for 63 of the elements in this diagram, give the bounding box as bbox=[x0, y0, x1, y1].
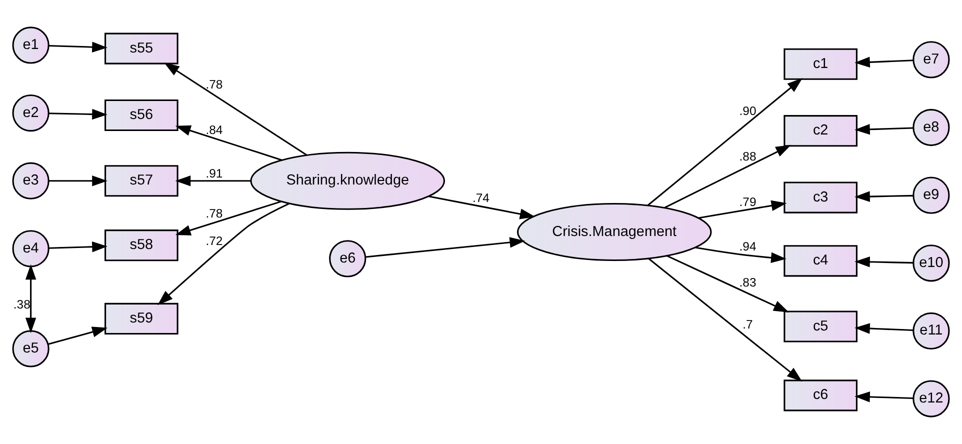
edge-label: .72 bbox=[206, 234, 223, 248]
edge-label: .38 bbox=[13, 297, 30, 312]
arrow bbox=[175, 200, 282, 236]
node-box: c1 bbox=[784, 48, 858, 80]
node-box: s56 bbox=[104, 99, 178, 132]
edge-label: .7 bbox=[742, 318, 753, 332]
edge-label: .83 bbox=[739, 275, 756, 290]
edge-label: .78 bbox=[206, 77, 223, 92]
node-circle: e2 bbox=[12, 94, 50, 132]
arrow bbox=[158, 202, 290, 306]
edge-label: .91 bbox=[206, 166, 223, 180]
node-ellipse: Sharing.knowledge bbox=[250, 152, 446, 210]
arrow bbox=[48, 175, 108, 186]
arrow bbox=[175, 125, 282, 161]
arrow bbox=[48, 42, 108, 52]
arrow bbox=[854, 323, 914, 334]
node-circle: e12 bbox=[912, 380, 950, 418]
arrow bbox=[854, 191, 914, 202]
arrow bbox=[648, 258, 802, 382]
node-circle: e5 bbox=[12, 330, 50, 368]
arrow bbox=[698, 200, 787, 219]
node-box: c6 bbox=[784, 380, 858, 412]
arrow bbox=[695, 246, 786, 264]
arrow bbox=[175, 175, 251, 186]
node-circle: e11 bbox=[912, 312, 950, 350]
node-circle: e4 bbox=[12, 230, 50, 268]
node-box: s57 bbox=[104, 165, 178, 197]
arrow bbox=[664, 144, 792, 208]
node-ellipse: Crisis.Management bbox=[516, 202, 712, 262]
node-box: c4 bbox=[784, 245, 858, 277]
arrow bbox=[48, 108, 108, 120]
edge-label: .90 bbox=[739, 104, 756, 118]
arrow bbox=[366, 237, 526, 258]
edge-label: .78 bbox=[206, 206, 223, 220]
node-circle: e3 bbox=[12, 162, 50, 200]
edge-label: .74 bbox=[472, 190, 490, 205]
edge-label: .79 bbox=[739, 195, 756, 210]
node-box: c2 bbox=[784, 115, 858, 147]
node-box: s55 bbox=[104, 32, 178, 64]
node-circle: e6 bbox=[329, 240, 366, 278]
edge-label: .84 bbox=[206, 122, 223, 137]
node-box: s58 bbox=[104, 230, 178, 262]
node-box: s59 bbox=[104, 302, 178, 334]
arrow bbox=[25, 264, 36, 334]
edge-label: .94 bbox=[739, 240, 756, 254]
arrow bbox=[666, 255, 789, 312]
edge-label: .88 bbox=[739, 150, 756, 164]
node-circle: e9 bbox=[912, 176, 950, 214]
arrow bbox=[428, 196, 536, 220]
arrow bbox=[48, 241, 108, 252]
arrow bbox=[647, 78, 803, 206]
arrow bbox=[854, 392, 914, 402]
arrow bbox=[48, 326, 108, 345]
node-circle: e1 bbox=[12, 26, 50, 64]
node-box: c5 bbox=[784, 310, 858, 342]
node-circle: e8 bbox=[912, 108, 950, 146]
arrow bbox=[164, 62, 308, 156]
arrow bbox=[854, 56, 914, 68]
arrow bbox=[854, 124, 914, 135]
arrow bbox=[854, 256, 914, 268]
node-circle: e10 bbox=[912, 244, 950, 282]
node-circle: e7 bbox=[912, 41, 950, 78]
node-box: c3 bbox=[784, 182, 858, 214]
